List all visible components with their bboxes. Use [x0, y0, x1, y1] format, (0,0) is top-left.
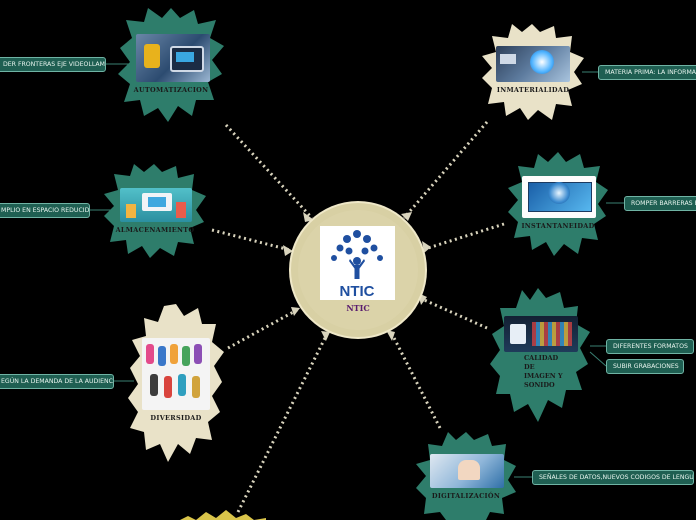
detail-inmaterialidad[interactable]: MATERIA PRIMA: LA INFORMACIÓ: [598, 65, 696, 80]
connector-instantaneidad: [427, 222, 505, 250]
node-diversidad[interactable]: DIVERSIDAD: [128, 304, 224, 462]
connector-diversidad: [227, 308, 298, 350]
node-digitalizacion[interactable]: DIGITALIZACIÓN: [416, 432, 516, 520]
label-line-2: DE: [524, 363, 535, 371]
node-label: INSTANTANEIDAD: [521, 222, 595, 230]
node-automatizacion[interactable]: AUTOMATIZACION: [118, 8, 224, 122]
detail-automatizacion[interactable]: DER FRONTERAS EJE VIDEOLLAMADA: [0, 57, 106, 72]
connector-calidad: [421, 297, 488, 330]
connector-inmaterialidad: [402, 121, 489, 219]
node-label: DIGITALIZACIÓN: [431, 492, 501, 500]
node-inmaterialidad[interactable]: INMATERIALIDAD: [482, 24, 584, 120]
detail-calidad-grabaciones[interactable]: SUBIR GRABACIONES: [606, 359, 684, 374]
node-shape: [180, 510, 266, 520]
detail-digitalizacion[interactable]: SEÑALES DE DATOS,NUEVOS CODIGOS DE LENGU…: [532, 470, 694, 485]
label-line-1: CALIDAD: [524, 354, 559, 362]
node-instantaneidad[interactable]: INSTANTANEIDAD: [508, 152, 608, 256]
ntic-logo-text: NTIC: [340, 283, 375, 300]
label-line-3: IMAGEN Y: [524, 372, 563, 380]
media-devices-image: [504, 316, 578, 352]
connector-almacenamiento: [211, 228, 291, 252]
robot-tablet-image: [136, 34, 210, 82]
node-bottom-partial[interactable]: [176, 508, 266, 520]
node-calidad[interactable]: CALIDAD DE IMAGEN Y SONIDO: [490, 288, 590, 422]
label-line-4: SONIDO: [524, 381, 555, 389]
ntic-logo: NTIC: [320, 226, 395, 300]
node-almacenamiento[interactable]: ALMACENAMIENTO: [104, 164, 206, 258]
tree-person-icon: NTIC: [331, 230, 383, 300]
digital-hands-image: [496, 46, 570, 82]
connector-digitalizacion: [390, 333, 442, 429]
cloud-storage-image: [120, 188, 192, 222]
center-node-ntic[interactable]: NTIC NTIC: [288, 201, 428, 341]
node-label-multiline: CALIDAD DE IMAGEN Y SONIDO: [524, 354, 563, 390]
detail-instantaneidad[interactable]: ROMPER BARRERAS ESP: [624, 196, 696, 211]
detail-diversidad[interactable]: EGÚN LA DEMANDA DE LA AUDIENCIA: [0, 374, 114, 389]
node-label: AUTOMATIZACION: [133, 86, 209, 94]
connector-bottom: [236, 333, 329, 513]
detail-almacenamiento[interactable]: MPLIO EN ESPACIO REDUCIDO: [0, 203, 90, 218]
diverse-people-image: [142, 338, 210, 410]
node-label: DIVERSIDAD: [150, 414, 202, 422]
detail-calidad-formatos[interactable]: DIFERENTES FORMATOS: [606, 339, 694, 354]
node-label: INMATERIALIDAD: [496, 86, 570, 94]
connector-automatizacion: [224, 123, 314, 220]
center-title: NTIC: [346, 303, 370, 313]
touch-screen-image: [430, 454, 504, 488]
globe-devices-image: [522, 176, 596, 218]
node-label: ALMACENAMIENTO: [115, 226, 195, 234]
